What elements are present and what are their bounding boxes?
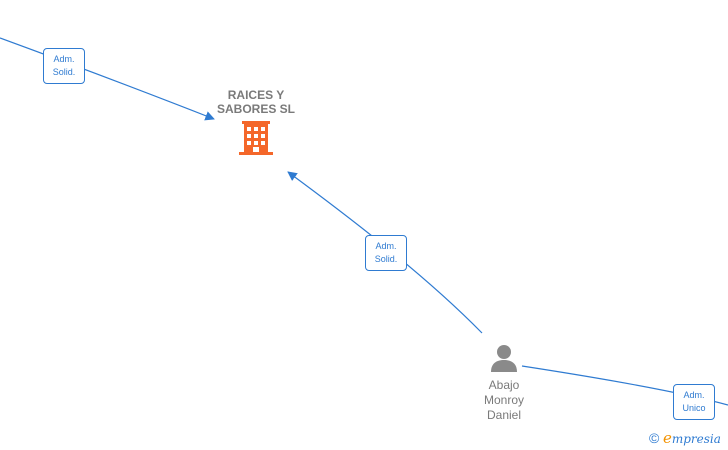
empresia-watermark: © empresia (649, 429, 721, 447)
company-name-line2: SABORES SL (216, 102, 295, 116)
person-name: Abajo Monroy Daniel (470, 378, 538, 423)
brand-name: mpresia (671, 432, 721, 446)
company-name-line1: RAICES Y (227, 88, 285, 102)
edge-label-line2: Solid. (52, 67, 76, 77)
edge-label-line2: Solid. (374, 254, 398, 264)
company-name: RAICES Y SABORES SL (204, 88, 308, 116)
person-name-line2: Monroy (483, 393, 524, 407)
person-icon (491, 345, 517, 372)
copyright-symbol: © (649, 430, 660, 446)
edge-label-line1: Adm. (683, 390, 705, 400)
edge-label-adm-unico[interactable]: Adm. Unico (673, 384, 715, 420)
person-node[interactable]: Abajo Monroy Daniel (470, 343, 538, 423)
company-node[interactable]: RAICES Y SABORES SL (204, 88, 308, 156)
edge-label-line1: Adm. (53, 54, 75, 64)
edge-offscreen-to-company[interactable] (0, 37, 215, 121)
edge-label-adm-solid-middle[interactable]: Adm. Solid. (365, 235, 407, 271)
edge-label-adm-solid-top[interactable]: Adm. Solid. (43, 48, 85, 84)
person-name-line3: Daniel (486, 408, 522, 422)
edge-label-line1: Adm. (375, 241, 397, 251)
edge-label-line2: Unico (682, 403, 706, 413)
building-icon (239, 121, 273, 155)
person-name-line1: Abajo (488, 378, 520, 392)
brand-initial: e (662, 429, 672, 447)
